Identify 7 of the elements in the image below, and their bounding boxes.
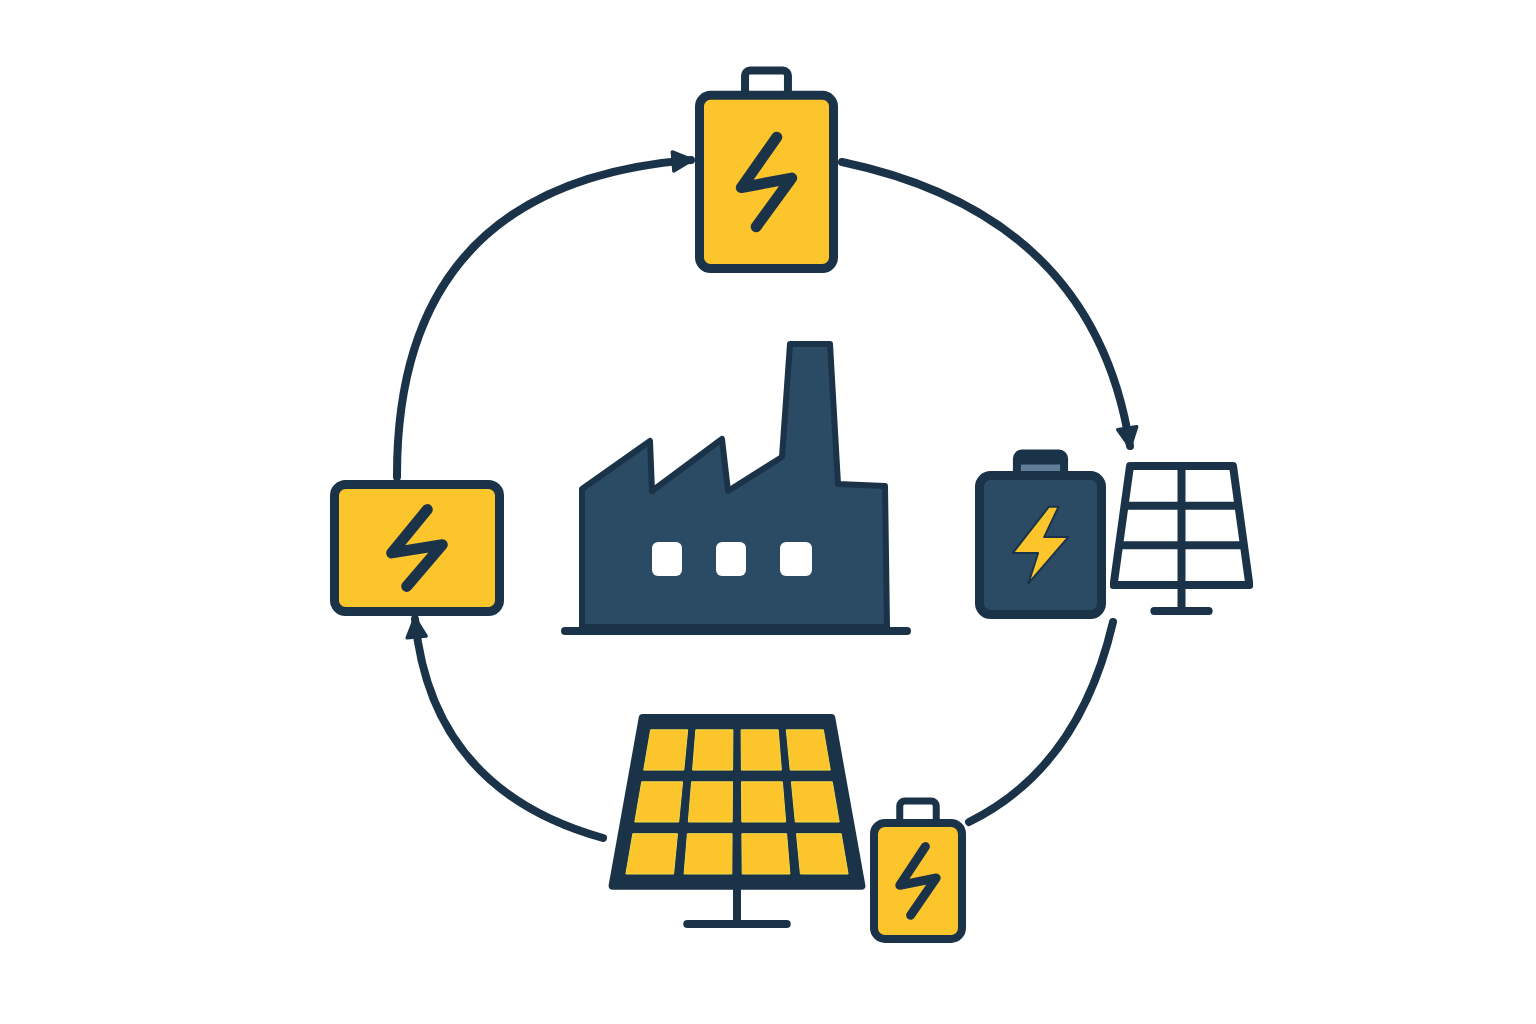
curved-arrow: [838, 158, 1138, 450]
curved-arrow: [393, 150, 695, 481]
factory-icon: [560, 339, 912, 637]
curved-line: [965, 618, 1117, 826]
battery-icon: [695, 66, 838, 273]
curved-arrow: [406, 615, 607, 842]
lightning-tile-icon: [330, 480, 504, 616]
